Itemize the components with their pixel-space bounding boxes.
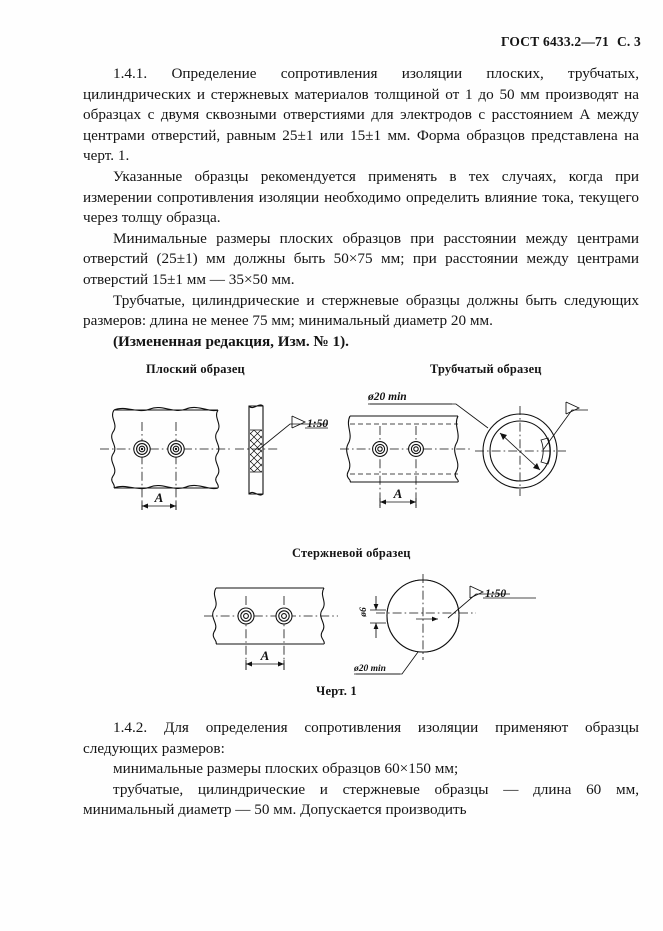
diameter-note-rod: ø20 min [353,664,386,674]
header-page-number: С. 3 [616,34,641,49]
dimension-label-a-flat: A [154,490,164,505]
body-text-lower: 1.4.2. Для определения сопротивления изо… [83,718,639,821]
subfigure-title-rod: Стержневой образец [292,546,411,560]
paragraph-1-4-1: 1.4.1. Определение сопротивления изоляци… [83,65,639,165]
dimension-label-a-tube: A [393,486,403,501]
diameter-note-tube: ø20 min [367,391,407,403]
paragraph-recommendation: Указанные образцы рекомендуется применят… [83,167,639,227]
taper-note-flat: 1:50 [307,418,328,430]
drawing-rod-specimen: A ø6 ø20 min [180,568,580,686]
subfigure-title-tube: Трубчатый образец [430,362,542,376]
figure-caption: Черт. 1 [316,684,357,698]
taper-note-rod: 1:50 [485,588,506,600]
paragraph-tube-rod-specimen-sizes: трубчатые, цилиндрические и стержневые о… [83,780,639,819]
drawing-tube-specimen: A ø20 min [340,388,590,530]
body-text-upper: 1.4.1. Определение сопротивления изоляци… [83,64,639,352]
paragraph-min-flat-sizes: Минимальные размеры плоских образцов при… [83,229,639,288]
hole-diameter-note-rod: ø6 [359,607,369,618]
dimension-label-a-rod: A [260,648,270,663]
drawing-flat-specimen: A 1:50 [100,388,332,530]
paragraph-tube-rod-sizes: Трубчатые, цилиндрические и стержневые о… [83,291,639,330]
paragraph-amendment: (Измененная редакция, Изм. № 1). [113,332,349,350]
page-header: ГОСТ 6433.2—71 С. 3 [0,34,641,50]
paragraph-flat-specimen-sizes: минимальные размеры плоских образцов 60×… [113,760,459,778]
subfigure-title-flat: Плоский образец [146,362,245,376]
header-standard-number: ГОСТ 6433.2—71 [500,34,609,49]
paragraph-1-4-2: 1.4.2. Для определения сопротивления изо… [83,719,639,757]
